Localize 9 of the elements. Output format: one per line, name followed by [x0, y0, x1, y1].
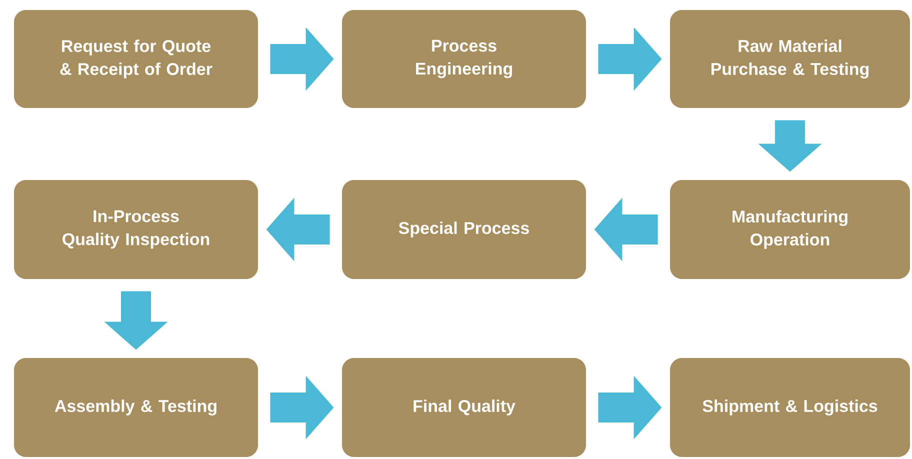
process-box: Process Engineering — [342, 10, 586, 108]
process-box: Request for Quote & Receipt of Order — [14, 10, 258, 108]
process-box: Raw Material Purchase & Testing — [670, 10, 910, 108]
process-box: Final Quality — [342, 358, 586, 457]
process-box: Assembly & Testing — [14, 358, 258, 457]
process-box: Special Process — [342, 180, 586, 279]
process-box: Manufacturing Operation — [670, 180, 910, 279]
process-box: Shipment & Logistics — [670, 358, 910, 457]
process-box: In-Process Quality Inspection — [14, 180, 258, 279]
